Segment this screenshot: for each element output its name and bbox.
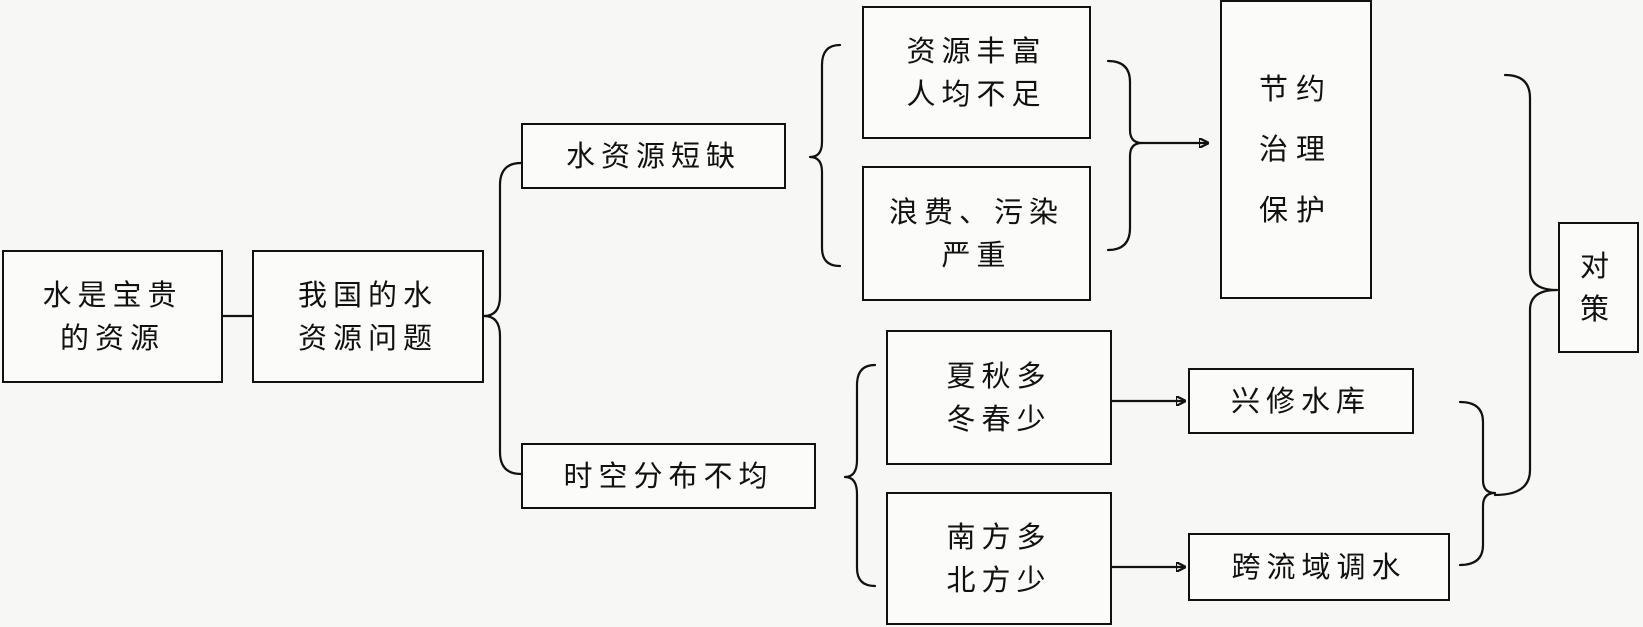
measure-treat: 治理: [1258, 132, 1333, 167]
cause-seasonal-node: 夏秋多 冬春少: [886, 330, 1112, 465]
cause-regional-node: 南方多 北方少: [886, 492, 1112, 625]
shortage-causes-brace: [808, 43, 842, 268]
measure-reservoir-node: 兴修水库: [1188, 368, 1414, 434]
engineering-brace: [1458, 400, 1497, 567]
problem-shortage-label: 水资源短缺: [565, 138, 741, 173]
cause-waste-node: 浪费、污染 严重: [862, 166, 1091, 301]
topic-line-2: 资源问题: [297, 320, 438, 355]
topic-node: 我国的水 资源问题: [252, 250, 484, 383]
countermeasure-node: 对 策: [1558, 222, 1639, 353]
measure-transfer-label: 跨流域调水: [1231, 549, 1407, 584]
root-line-2: 的资源: [59, 320, 165, 355]
uneven-causes-brace: [843, 363, 877, 588]
countermeasure-brace: [1493, 73, 1559, 497]
cause-waste-line-2: 严重: [941, 237, 1012, 272]
root-node: 水是宝贵 的资源: [2, 250, 223, 383]
cause-waste-line-1: 浪费、污染: [888, 195, 1064, 230]
measures-manage-node: 节约 治理 保护: [1220, 0, 1372, 299]
measure-transfer-node: 跨流域调水: [1188, 533, 1450, 601]
measure-protect: 保护: [1258, 192, 1333, 227]
problem-uneven-label: 时空分布不均: [563, 458, 774, 493]
problem-uneven-node: 时空分布不均: [521, 443, 816, 509]
countermeasure-char-1: 对: [1579, 249, 1617, 284]
measure-reservoir-label: 兴修水库: [1230, 383, 1371, 418]
problems-brace: [482, 161, 523, 476]
topic-line-1: 我国的水: [297, 278, 438, 313]
cause-seasonal-line-2: 冬春少: [946, 401, 1052, 436]
cause-abundant-node: 资源丰富 人均不足: [862, 6, 1091, 139]
cause-seasonal-line-1: 夏秋多: [946, 359, 1052, 394]
shortage-measures-brace: [1106, 59, 1144, 252]
cause-regional-line-1: 南方多: [946, 520, 1052, 555]
cause-abundant-line-1: 资源丰富: [906, 34, 1047, 69]
cause-regional-line-2: 北方少: [946, 562, 1052, 597]
countermeasure-char-2: 策: [1579, 291, 1617, 326]
root-line-1: 水是宝贵: [42, 278, 183, 313]
problem-shortage-node: 水资源短缺: [521, 123, 786, 189]
cause-abundant-line-2: 人均不足: [906, 76, 1047, 111]
measure-save: 节约: [1258, 72, 1333, 107]
